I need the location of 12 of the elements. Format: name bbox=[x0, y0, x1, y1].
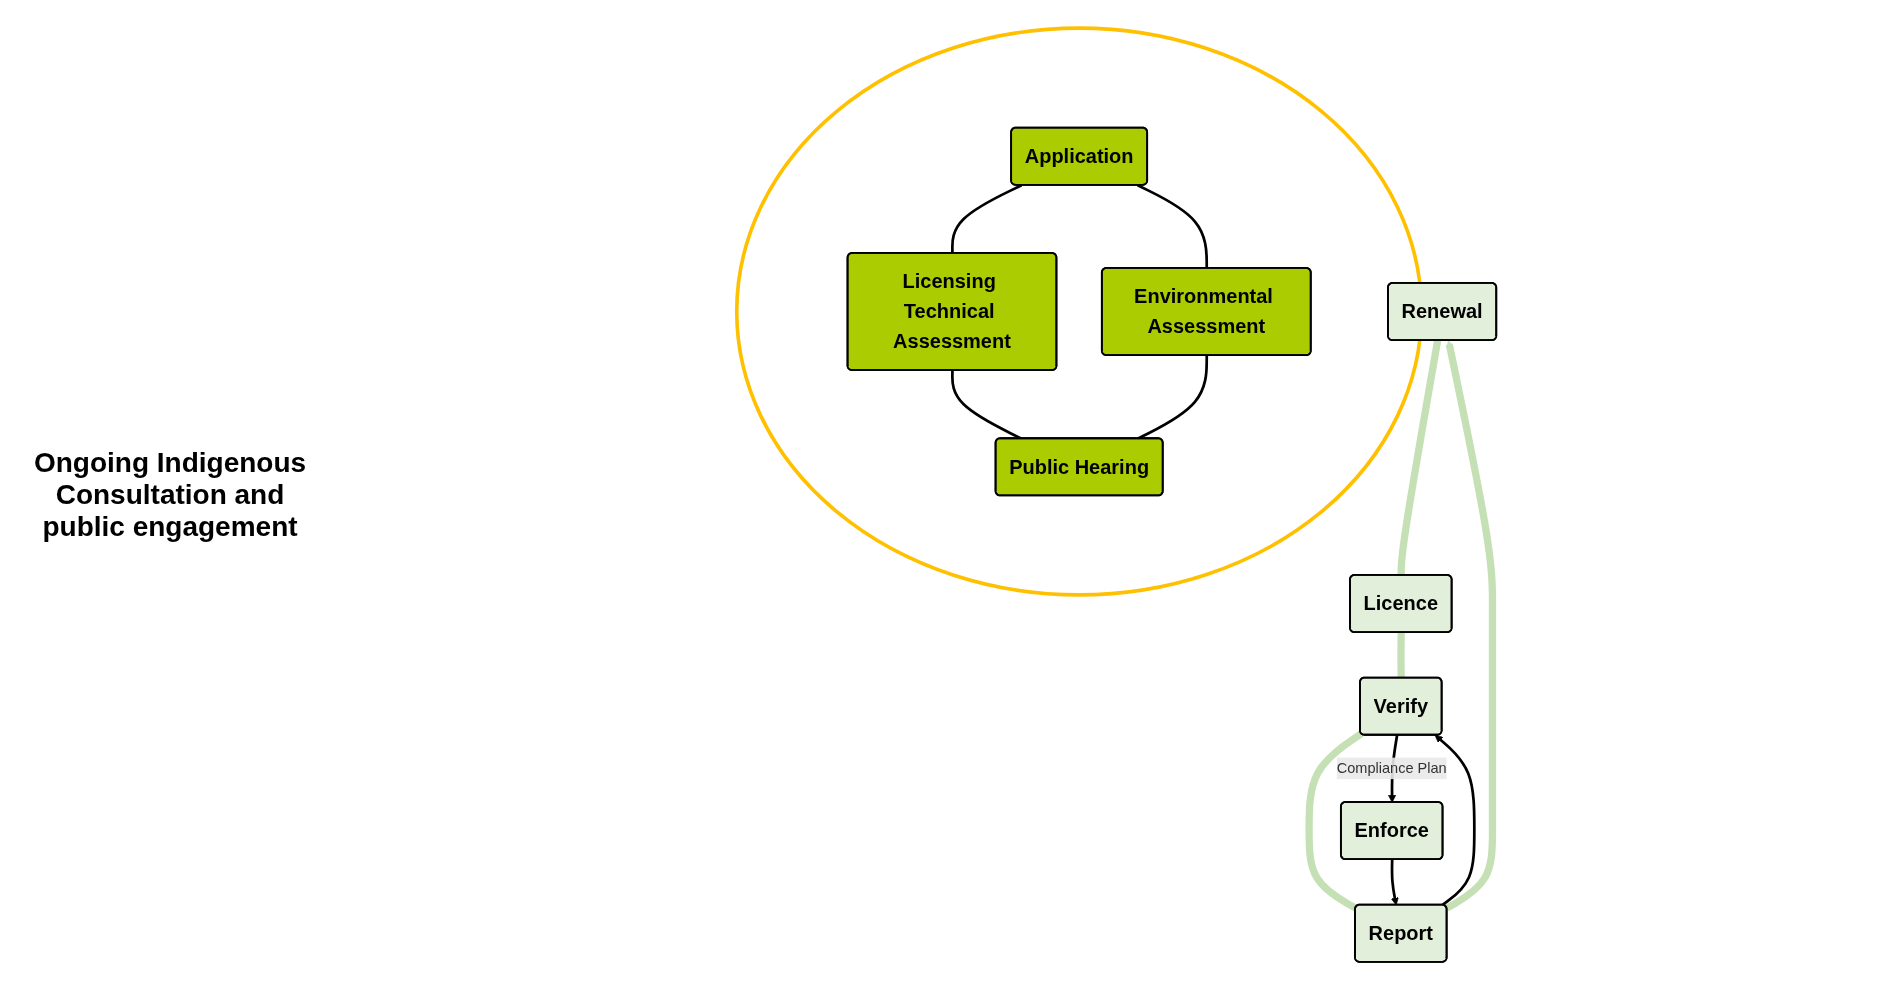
edge-label: Compliance Plan bbox=[1336, 760, 1447, 776]
connector bbox=[951, 184, 1023, 254]
connector bbox=[1137, 355, 1209, 440]
arrow bbox=[1390, 859, 1399, 906]
connector bbox=[1305, 730, 1364, 912]
arrow bbox=[1434, 734, 1476, 907]
connector bbox=[951, 370, 1023, 440]
connector bbox=[1137, 184, 1209, 269]
connector bbox=[1397, 339, 1442, 576]
arrow bbox=[1445, 340, 1497, 912]
center-note: Ongoing Indigenous Consultation and public engagement bbox=[32, 447, 308, 543]
connector bbox=[1397, 632, 1405, 679]
